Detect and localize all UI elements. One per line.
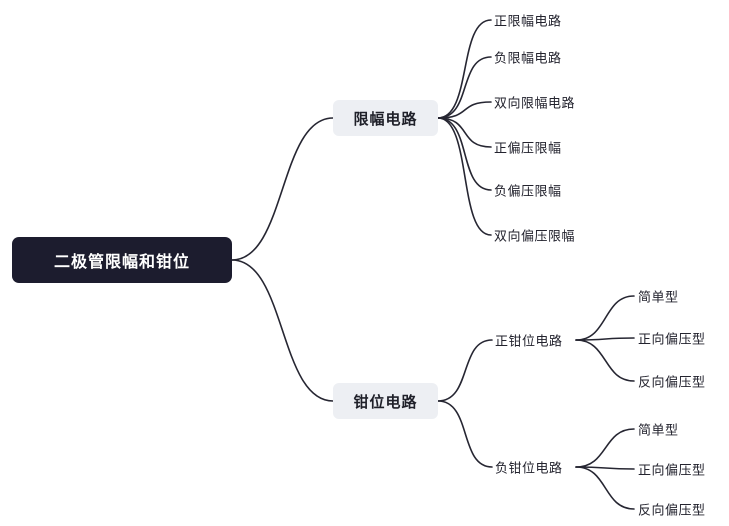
- branch-node-limiting-circuit[interactable]: 限幅电路: [333, 100, 438, 136]
- topic-bidirectional-bias-limiting[interactable]: 双向偏压限幅: [494, 228, 576, 244]
- node-negative-clamping[interactable]: 负钳位电路: [495, 460, 563, 476]
- topic-simple-type-positive[interactable]: 简单型: [638, 289, 679, 305]
- topic-simple-type-negative[interactable]: 简单型: [638, 422, 679, 438]
- branch-node-clamping-circuit[interactable]: 钳位电路: [333, 383, 438, 419]
- topic-forward-bias-positive[interactable]: 正向偏压型: [638, 331, 706, 347]
- root-node[interactable]: 二极管限幅和钳位: [12, 237, 232, 283]
- topic-negative-bias-limiting[interactable]: 负偏压限幅: [494, 183, 562, 199]
- branch-limiting-label: 限幅电路: [353, 110, 418, 128]
- topic-forward-bias-negative[interactable]: 正向偏压型: [638, 462, 706, 478]
- topic-positive-bias-limiting[interactable]: 正偏压限幅: [494, 140, 562, 156]
- topic-bidirectional-limiting[interactable]: 双向限幅电路: [494, 95, 576, 111]
- topic-negative-limiting[interactable]: 负限幅电路: [494, 50, 562, 66]
- node-positive-clamping[interactable]: 正钳位电路: [495, 333, 563, 349]
- topic-reverse-bias-negative[interactable]: 反向偏压型: [638, 502, 706, 518]
- topic-reverse-bias-positive[interactable]: 反向偏压型: [638, 374, 706, 390]
- topic-positive-limiting[interactable]: 正限幅电路: [494, 13, 562, 29]
- root-node-label: 二极管限幅和钳位: [53, 254, 190, 271]
- branch-clamping-label: 钳位电路: [353, 393, 418, 411]
